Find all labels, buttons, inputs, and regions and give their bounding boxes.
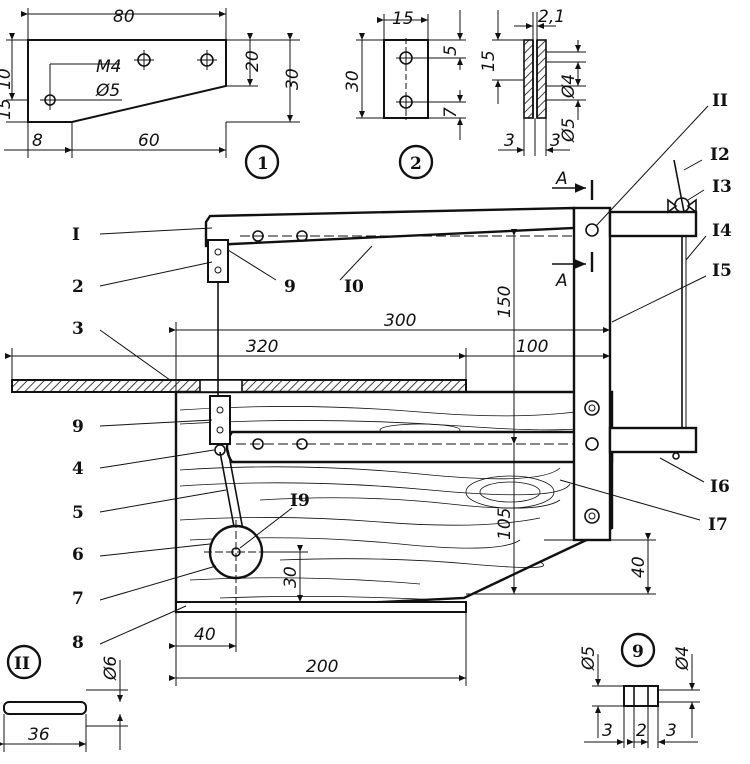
- dim-15: 15: [479, 50, 499, 72]
- detail-1-number-circle: [244, 144, 280, 180]
- base-plate: [175, 601, 467, 613]
- callout-3: 3: [72, 319, 84, 339]
- dim-3b: 3: [666, 721, 677, 741]
- dim-60: 60: [138, 131, 160, 151]
- dim-15: 15: [0, 98, 15, 120]
- detail-1-number: 1: [257, 154, 269, 174]
- dim-3b: 3: [550, 131, 561, 151]
- dim-36: 36: [28, 725, 50, 745]
- upper-bracket: [608, 210, 698, 238]
- lower-blade-clamp: [209, 395, 231, 445]
- dim-40-bottom: 40: [194, 625, 216, 645]
- dim-30: 30: [283, 68, 303, 90]
- pin-11: [3, 701, 87, 715]
- callout-5: 5: [72, 503, 84, 523]
- dim-105: 105: [495, 508, 515, 540]
- dim-d6: Ø6: [101, 656, 121, 681]
- callout-14: I4: [712, 221, 732, 241]
- dim-10: 10: [0, 68, 15, 90]
- detail-9-number-circle: [620, 632, 656, 668]
- wooden-base: [174, 390, 614, 614]
- dim-2-1: 2,1: [538, 7, 565, 27]
- callout-17: I7: [708, 515, 728, 535]
- detail-11-number: II: [14, 654, 30, 674]
- callout-1: I: [72, 225, 80, 245]
- main-view: A A 300 320 100 150 105 40 30 40 2: [5, 159, 698, 686]
- callout-12: I2: [710, 145, 730, 165]
- dim-320: 320: [246, 337, 278, 357]
- dim-d5: Ø5: [579, 646, 599, 671]
- dim-150: 150: [495, 286, 515, 318]
- callout-9a: 9: [284, 277, 296, 297]
- detail-11-number-circle: [6, 644, 42, 680]
- detail-11: II Ø6 36: [0, 644, 128, 752]
- dim-20: 20: [243, 50, 263, 72]
- callout-4: 4: [72, 459, 84, 479]
- callout-11: II: [712, 91, 728, 111]
- section-a-top: A: [555, 169, 568, 189]
- callouts: I 2 3 9 4 5 6 7 8 9 I0 II I2 I3 I4 I5 I6…: [72, 91, 732, 653]
- dim-80: 80: [113, 7, 135, 27]
- detail-9: 9 Ø5 Ø4 3 2 3: [579, 632, 700, 748]
- dim-d4: Ø4: [559, 74, 579, 99]
- dim-5: 5: [441, 45, 461, 56]
- detail-1-plate: [27, 39, 227, 123]
- dim-3a: 3: [602, 721, 613, 741]
- dim-15: 15: [392, 9, 414, 29]
- callout-15: I5: [712, 261, 732, 281]
- dim-40-right: 40: [629, 556, 649, 578]
- dim-2: 2: [636, 721, 647, 741]
- section-a-a: 2,1 15 Ø4 Ø5 3 3: [479, 7, 586, 156]
- detail-2-number-circle: [398, 144, 434, 180]
- callout-6: 6: [72, 545, 84, 565]
- lower-bracket: [608, 426, 698, 454]
- dim-300: 300: [384, 311, 416, 331]
- dim-7: 7: [441, 107, 461, 118]
- dim-3a: 3: [504, 131, 515, 151]
- section-a-bottom: A: [555, 271, 568, 291]
- dim-200: 200: [306, 657, 338, 677]
- label-d5: Ø5: [95, 81, 120, 101]
- dim-30: 30: [281, 566, 301, 588]
- lower-arm: [225, 430, 614, 464]
- callout-2: 2: [72, 277, 84, 297]
- dim-d4: Ø4: [673, 646, 693, 671]
- callout-9b: 9: [72, 417, 84, 437]
- dim-8: 8: [32, 131, 43, 151]
- upper-blade-clamp: [207, 239, 229, 283]
- callout-8: 8: [72, 633, 84, 653]
- detail-1: 80 20 30 10 15 M4 Ø5 8 60 1: [0, 7, 303, 180]
- dim-100: 100: [516, 337, 548, 357]
- dim-30: 30: [343, 70, 363, 92]
- callout-19: I9: [290, 491, 310, 511]
- detail-2: 15 30 5 7 2: [343, 9, 466, 180]
- label-m4: M4: [96, 57, 121, 77]
- callout-7: 7: [72, 589, 84, 609]
- callout-13: I3: [712, 177, 732, 197]
- callout-10: I0: [344, 277, 364, 297]
- detail-9-number: 9: [632, 642, 644, 662]
- detail-2-number: 2: [410, 154, 422, 174]
- callout-16: I6: [710, 477, 730, 497]
- dim-d5: Ø5: [559, 118, 579, 143]
- spacer-9: [623, 685, 659, 707]
